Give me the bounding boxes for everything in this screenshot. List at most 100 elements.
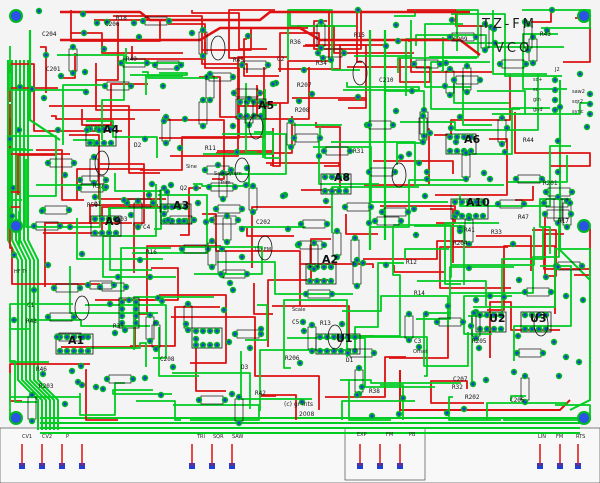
pad-drill [196, 201, 200, 205]
copper-trace [283, 299, 348, 369]
pad-drill [137, 35, 141, 39]
pad-drill [201, 124, 205, 128]
pad-drill [329, 58, 333, 62]
ic-label-u1: U1 [336, 332, 353, 345]
pad-drill [330, 175, 334, 179]
pad-drill [461, 320, 465, 324]
copper-trace [429, 9, 479, 58]
pad-drill [446, 304, 450, 308]
pad-drill [12, 318, 16, 322]
pad-drill [412, 62, 416, 66]
copper-trace [95, 63, 160, 111]
power-rail [60, 10, 470, 22]
pad-drill [483, 48, 487, 52]
pad-drill [474, 200, 478, 204]
pad-drill [220, 247, 224, 251]
pad-drill [469, 324, 473, 328]
pad-drill [499, 313, 503, 317]
ic-label-a10: A10 [466, 196, 490, 209]
pad-drill [103, 84, 107, 88]
pad-drill [289, 145, 293, 149]
copper-trace [423, 312, 469, 367]
pad-drill [237, 395, 241, 399]
copper-trace [444, 222, 499, 285]
pad-drill [197, 398, 201, 402]
pad-drill [134, 314, 138, 318]
pad-drill [150, 182, 154, 186]
capacitor-outline [234, 157, 250, 183]
copper-trace [397, 57, 477, 73]
copper-trace [246, 228, 294, 237]
pad-drill [258, 91, 262, 95]
pad-drill [455, 135, 459, 139]
pad-drill [549, 290, 553, 294]
pad-drill [52, 286, 56, 290]
pad-drill [384, 44, 388, 48]
pad-drill [76, 380, 80, 384]
copper-trace [217, 261, 353, 295]
pad-drill [231, 288, 235, 292]
pad-drill [71, 45, 75, 49]
pad-drill [120, 321, 124, 325]
pad-drill [83, 70, 87, 74]
pad-drill [148, 339, 152, 343]
ic-outline [90, 215, 122, 237]
pad-drill [79, 349, 83, 353]
copper-trace [10, 360, 39, 403]
pad-drill [421, 114, 425, 118]
pad-drill [469, 149, 473, 153]
part-ref-designator: R35 [113, 323, 124, 330]
pad-drill [339, 349, 343, 353]
copper-trace [237, 56, 287, 107]
copper-trace [173, 404, 260, 421]
pad-drill [170, 219, 174, 223]
copper-trace [217, 103, 281, 167]
pad-drill [104, 185, 108, 189]
pad-drill [93, 217, 97, 221]
capacitor-outline [533, 311, 549, 337]
part-ref-designator: R32 [452, 384, 463, 391]
pad-drill [540, 177, 544, 181]
pad-drill [84, 90, 88, 94]
ic-outline [320, 173, 352, 195]
part-ref-designator: R50 [87, 202, 98, 209]
pad-drill [329, 279, 333, 283]
pad-drill [312, 241, 316, 245]
pad-drill [79, 364, 83, 368]
part-ref-designator: R43 [540, 31, 551, 38]
pad-drill [523, 374, 527, 378]
pad-drill [194, 186, 198, 190]
pad-drill [407, 312, 411, 316]
copper-trace [340, 379, 391, 421]
pad-drill [315, 279, 319, 283]
copper-trace [145, 75, 183, 95]
pad-drill [553, 98, 557, 102]
capacitor-outline [94, 150, 110, 176]
pad-drill [340, 322, 344, 326]
mounting-hole [579, 11, 589, 21]
part-ref-designator: C5 [292, 319, 300, 326]
pad-drill [444, 61, 448, 65]
hf-track-label: HF Tr [14, 269, 27, 275]
ic-label-a4: A4 [103, 123, 120, 136]
pad-drill [448, 67, 452, 71]
pad-drill [70, 369, 74, 373]
pad-drill [318, 136, 322, 140]
pad-drill [120, 300, 124, 304]
pad-drill [109, 141, 113, 145]
pad-drill [55, 335, 59, 339]
pad-drill [231, 124, 235, 128]
pad-drill [458, 115, 462, 119]
ic-label-a3: A3 [173, 199, 190, 212]
pad-drill [229, 168, 233, 172]
pad-drill [238, 100, 242, 104]
pad-drill [367, 123, 371, 127]
copper-trace [404, 248, 449, 259]
pad-drill [186, 302, 190, 306]
copper-trace [9, 46, 86, 91]
pad-drill [240, 63, 244, 67]
copper-trace [287, 9, 360, 71]
pad-drill [448, 135, 452, 139]
pad-drill [244, 183, 248, 187]
pad-drill [357, 366, 361, 370]
